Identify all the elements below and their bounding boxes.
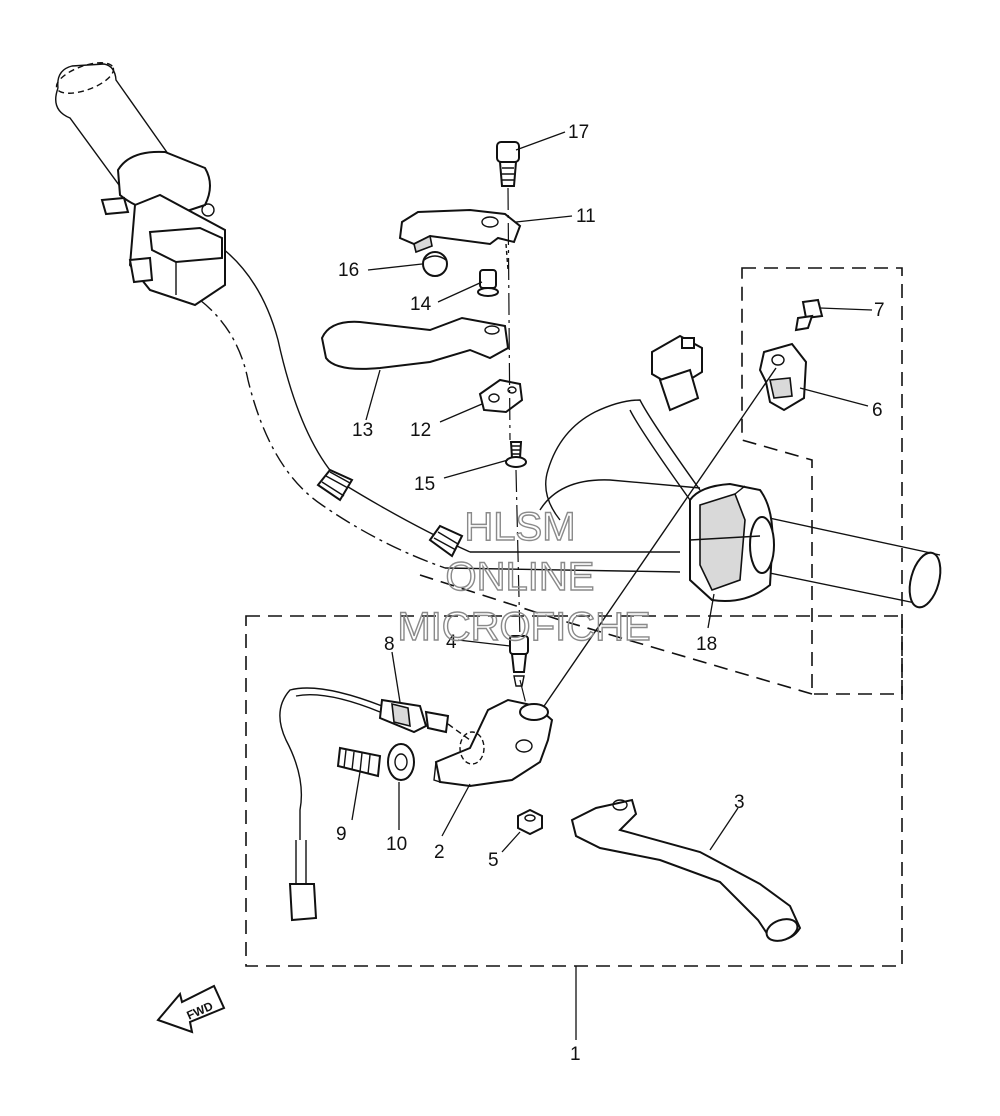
label-16: 16 xyxy=(338,260,359,281)
label-1: 1 xyxy=(570,1044,581,1065)
handlebar xyxy=(55,62,942,609)
label-15: 15 xyxy=(414,474,435,495)
label-7: 7 xyxy=(874,300,885,321)
watermark-line-3: MICROFICHE xyxy=(397,605,650,649)
nut-5 xyxy=(517,808,543,836)
label-4: 4 xyxy=(446,632,457,653)
label-3: 3 xyxy=(734,792,745,813)
watermark-line-1: HLSM xyxy=(464,505,575,549)
label-13: 13 xyxy=(352,420,373,441)
screw-15 xyxy=(505,441,527,468)
assembly-frame-switch xyxy=(741,267,903,695)
label-5: 5 xyxy=(488,850,499,871)
assembly-frame-1 xyxy=(245,615,903,967)
label-18: 18 xyxy=(696,634,717,655)
label-14: 14 xyxy=(410,294,432,315)
perch-2 xyxy=(433,698,554,788)
knurl-right xyxy=(428,524,464,558)
bolt-17 xyxy=(496,141,520,187)
plate-12 xyxy=(478,378,524,414)
label-17: 17 xyxy=(568,122,589,143)
clamp-6 xyxy=(758,342,808,412)
lever-3 xyxy=(570,798,802,942)
brake-master-cylinder xyxy=(100,150,226,307)
label-8: 8 xyxy=(384,634,395,655)
collar-14 xyxy=(477,269,499,297)
label-12: 12 xyxy=(410,420,431,441)
label-11: 11 xyxy=(576,206,596,227)
screw-7 xyxy=(794,298,824,332)
clutch-perch-upper xyxy=(398,208,522,254)
label-6: 6 xyxy=(872,400,883,421)
leader-lines xyxy=(351,131,873,1040)
label-9: 9 xyxy=(336,824,347,845)
lever-13 xyxy=(320,316,510,370)
label-10: 10 xyxy=(386,834,407,855)
locknut-10 xyxy=(387,743,415,781)
cap-16 xyxy=(422,251,448,277)
part-labels: 17 11 16 14 7 6 13 12 15 18 4 8 9 10 2 5… xyxy=(336,122,885,1065)
adjuster-9 xyxy=(336,746,382,778)
switch-assembly xyxy=(545,334,775,602)
switch-8 xyxy=(279,687,450,922)
label-2: 2 xyxy=(434,842,445,863)
watermark: HLSM ONLINE MICROFICHE xyxy=(397,504,652,649)
knurl-left xyxy=(316,468,354,502)
watermark-line-2: ONLINE xyxy=(446,555,595,599)
fwd-arrow: FWD xyxy=(156,984,226,1034)
bolt-4 xyxy=(509,635,529,687)
